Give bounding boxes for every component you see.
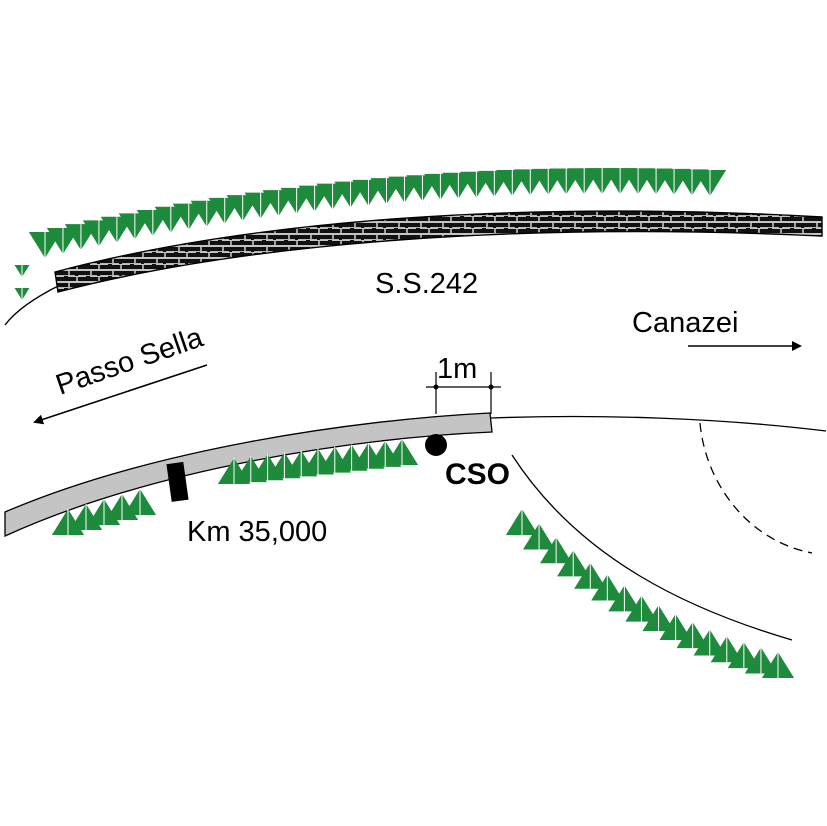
- side-road-edge: [511, 454, 793, 641]
- road-name-label: S.S.242: [375, 268, 478, 300]
- road-edge-south-east: [490, 415, 827, 432]
- vegetation-row-lower-mid: [217, 439, 419, 484]
- side-road-dashed-line: [699, 422, 813, 554]
- vegetation-row-upper: [14, 168, 727, 300]
- road-edge-north: [4, 284, 61, 326]
- scale-label: 1m: [437, 353, 477, 385]
- station-marker: [425, 434, 447, 456]
- kerb-strip: [4, 412, 493, 538]
- station-label: CSO: [445, 458, 510, 491]
- west-direction-arrow: [33, 364, 208, 425]
- scale-bar: [426, 372, 501, 414]
- milestone-label: Km 35,000: [187, 516, 327, 548]
- vegetation-row-lower-west: [51, 489, 157, 535]
- west-direction-label: Passo Sella: [52, 321, 208, 401]
- east-direction-label: Canazei: [632, 307, 738, 339]
- vegetation-row-side-road: [505, 509, 795, 678]
- retaining-wall: [54, 210, 823, 293]
- milestone-marker: [166, 461, 189, 502]
